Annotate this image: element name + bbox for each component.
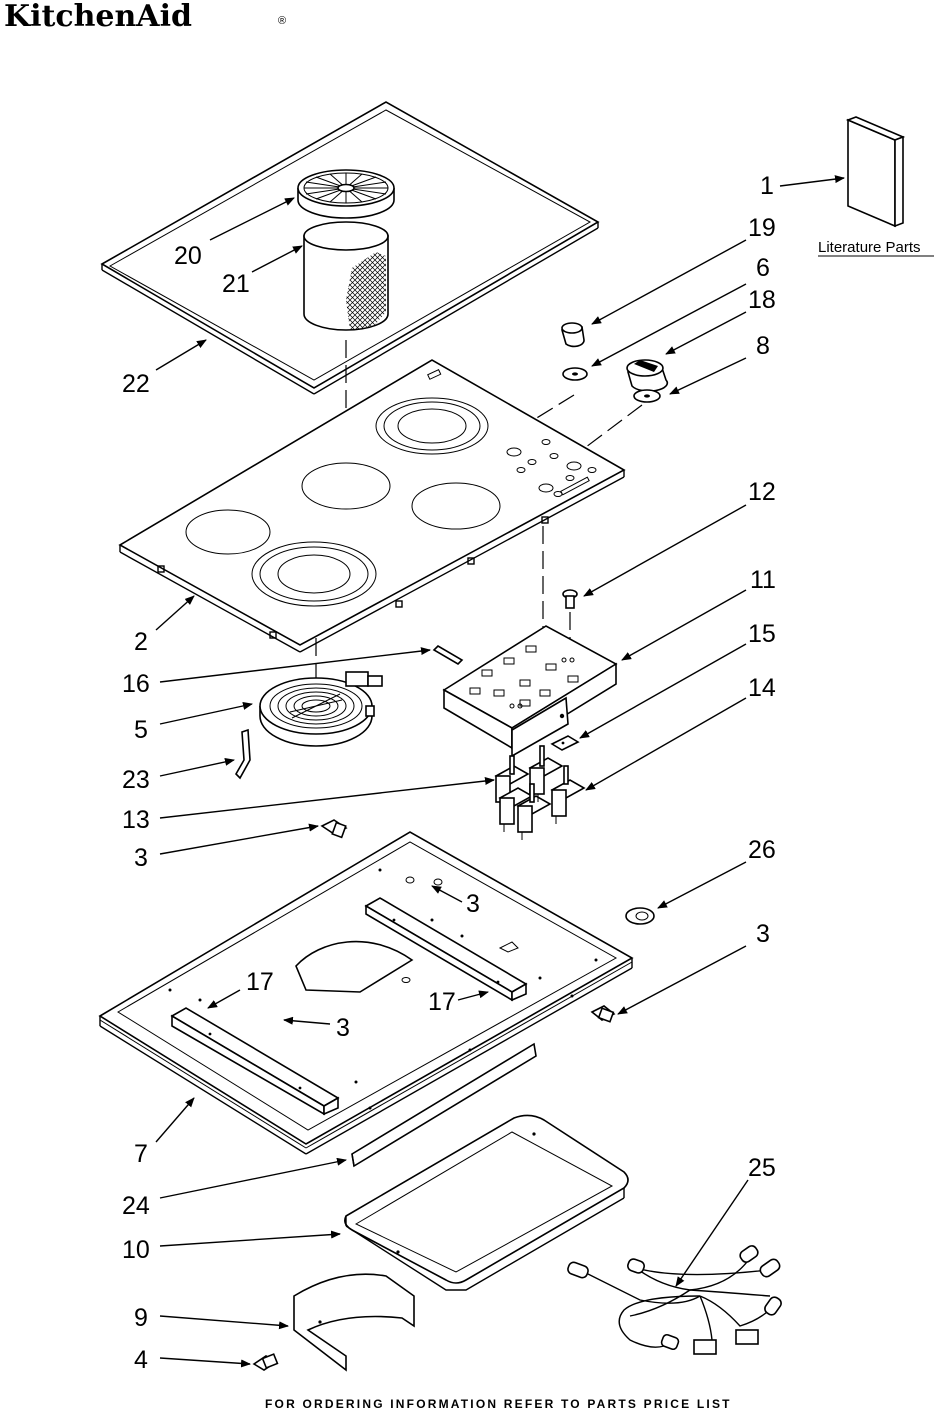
callout-8: 8 bbox=[756, 332, 770, 360]
element-clip-part bbox=[236, 730, 250, 778]
callout-10: 10 bbox=[122, 1236, 150, 1264]
callout-9: 9 bbox=[134, 1304, 148, 1332]
radiant-element-part bbox=[260, 672, 382, 746]
callout-3-top: 3 bbox=[134, 844, 148, 872]
callout-21: 21 bbox=[222, 270, 250, 298]
callout-17-upper: 17 bbox=[428, 988, 456, 1016]
large-bezel-part bbox=[634, 390, 660, 402]
callout-22: 22 bbox=[122, 370, 150, 398]
callout-2: 2 bbox=[134, 628, 148, 656]
screw-part-3-right bbox=[592, 1006, 614, 1022]
callout-5: 5 bbox=[134, 716, 148, 744]
callout-1: 1 bbox=[760, 172, 774, 200]
callout-18: 18 bbox=[748, 286, 776, 314]
grommet-part bbox=[626, 908, 654, 924]
brand-logo: KitchenAid bbox=[4, 0, 192, 34]
callout-14: 14 bbox=[748, 674, 776, 702]
callout-3-center: 3 bbox=[466, 890, 480, 918]
terminal-plate-part bbox=[552, 736, 578, 750]
callout-26: 26 bbox=[748, 836, 776, 864]
callout-17-lower: 17 bbox=[246, 968, 274, 996]
callout-15: 15 bbox=[748, 620, 776, 648]
insulation-strip-part bbox=[434, 646, 462, 664]
callout-19: 19 bbox=[748, 214, 776, 242]
registered-mark: ® bbox=[278, 15, 286, 27]
callout-23: 23 bbox=[122, 766, 150, 794]
screw-part-4 bbox=[254, 1354, 277, 1370]
infinite-switch-part bbox=[496, 746, 584, 840]
callout-25: 25 bbox=[748, 1154, 776, 1182]
ordering-footer: FOR ORDERING INFORMATION REFER TO PARTS … bbox=[265, 1397, 732, 1411]
callout-4: 4 bbox=[134, 1346, 148, 1374]
callout-7: 7 bbox=[134, 1140, 148, 1168]
callout-16: 16 bbox=[122, 670, 150, 698]
wire-harness-part bbox=[567, 1244, 784, 1354]
callout-20: 20 bbox=[174, 242, 202, 270]
base-pan-part bbox=[100, 832, 632, 1154]
callout-12: 12 bbox=[748, 478, 776, 506]
glass-cooktop-part bbox=[120, 360, 624, 652]
small-bezel-part bbox=[563, 368, 587, 380]
filter-canister-part bbox=[304, 222, 388, 330]
callout-6: 6 bbox=[756, 254, 770, 282]
small-knob-part bbox=[562, 323, 584, 346]
vent-grille-part bbox=[298, 170, 394, 218]
literature-parts-label: Literature Parts bbox=[818, 239, 921, 256]
callout-11: 11 bbox=[750, 566, 776, 594]
large-knob-part bbox=[627, 360, 667, 391]
literature-booklet bbox=[848, 117, 903, 226]
callout-13: 13 bbox=[122, 806, 150, 834]
callout-24: 24 bbox=[122, 1192, 150, 1220]
shield-part bbox=[294, 1274, 414, 1370]
screw-part-3-top bbox=[322, 820, 346, 837]
callout-3-lower: 3 bbox=[336, 1014, 350, 1042]
callout-3-right: 3 bbox=[756, 920, 770, 948]
switch-bracket-part bbox=[444, 626, 616, 756]
